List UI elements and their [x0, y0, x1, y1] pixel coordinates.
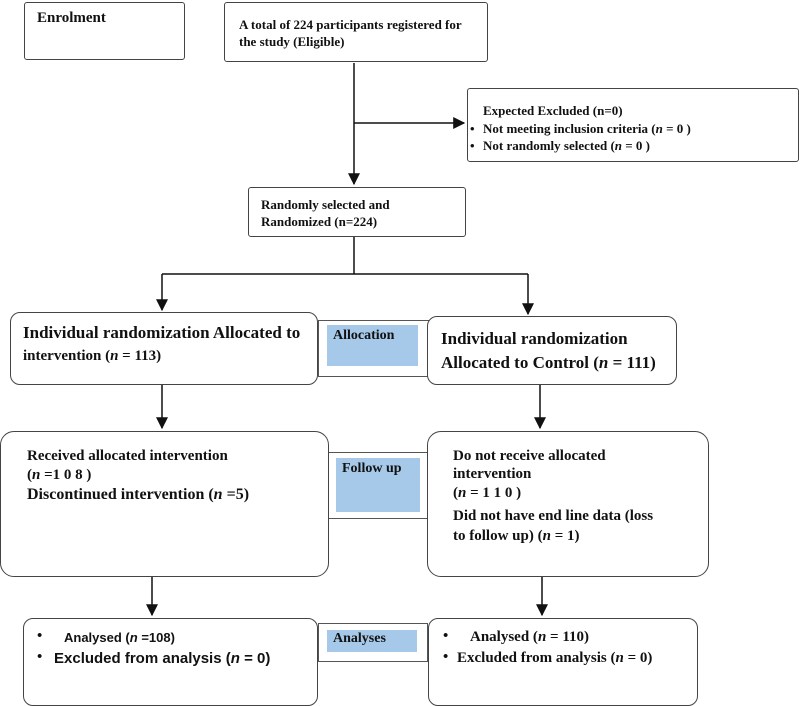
control-allocation-line-2: Allocated to Control (n = 111)	[441, 353, 656, 372]
registered-line-1: A total of 224 participants registered f…	[239, 17, 462, 32]
enrolment-box: Enrolment	[24, 2, 185, 60]
randomized-box: Randomly selected and Randomized (n=224)	[248, 187, 466, 237]
randomized-line-1: Randomly selected and	[261, 197, 390, 212]
intervention-analysis-bullet-2: •	[37, 649, 43, 665]
intervention-analysis-bullet-1: •	[37, 628, 43, 644]
control-analysis-line-1: Analysed (n = 110)	[470, 629, 589, 645]
allocation-tag: Allocation	[327, 325, 418, 366]
control-analysis-line-2: Excluded from analysis (n = 0)	[457, 650, 653, 666]
randomized-line-2: Randomized (n=224)	[261, 214, 378, 229]
intervention-allocation-line-1: Individual randomization Allocated to	[23, 323, 301, 342]
enrolment-label: Enrolment	[37, 10, 106, 26]
intervention-follow-up-box: Received allocated intervention (n =1 0 …	[0, 431, 329, 577]
excluded-bullet-1: •	[470, 121, 475, 136]
control-follow-line-3: (n = 1 1 0 )	[453, 485, 522, 501]
control-follow-up-box: Do not receive allocated intervention (n…	[427, 431, 709, 577]
control-follow-line-4: Did not have end line data (loss	[453, 508, 654, 524]
intervention-follow-line-1: Received allocated intervention	[27, 448, 228, 464]
intervention-analysis-box: • Analysed (n =108) • Excluded from anal…	[23, 618, 318, 706]
excluded-item-2: Not randomly selected (n = 0 )	[483, 138, 651, 153]
excluded-box: Expected Excluded (n=0) • Not meeting in…	[467, 88, 799, 162]
intervention-allocation-line-2: intervention (n = 113)	[23, 348, 162, 364]
intervention-analysis-line-1: Analysed (n =108)	[64, 630, 175, 645]
excluded-title: Expected Excluded (n=0)	[483, 103, 623, 118]
control-follow-line-5: to follow up) (n = 1)	[453, 528, 580, 544]
registered-line-2: the study (Eligible)	[239, 34, 345, 49]
control-allocation-box: Individual randomization Allocated to Co…	[427, 316, 677, 385]
excluded-bullet-2: •	[470, 138, 475, 153]
control-follow-line-1: Do not receive allocated	[453, 448, 606, 464]
excluded-item-1: Not meeting inclusion criteria (n = 0 )	[483, 121, 691, 136]
intervention-allocation-box: Individual randomization Allocated to in…	[10, 312, 318, 385]
intervention-follow-line-3: Discontinued intervention (n =5)	[27, 486, 250, 503]
control-analysis-box: • Analysed (n = 110) • Excluded from ana…	[428, 618, 698, 706]
analyses-tag: Analyses	[327, 630, 417, 652]
control-analysis-bullet-1: •	[443, 628, 449, 644]
control-analysis-bullet-2: •	[443, 649, 449, 665]
intervention-analysis-line-2: Excluded from analysis (n = 0)	[54, 650, 271, 667]
control-allocation-line-1: Individual randomization	[441, 329, 628, 348]
intervention-follow-line-2: (n =1 0 8 )	[27, 467, 92, 483]
follow-up-tag: Follow up	[336, 458, 420, 512]
registered-box: A total of 224 participants registered f…	[224, 2, 488, 62]
control-follow-line-2: intervention	[453, 466, 532, 482]
